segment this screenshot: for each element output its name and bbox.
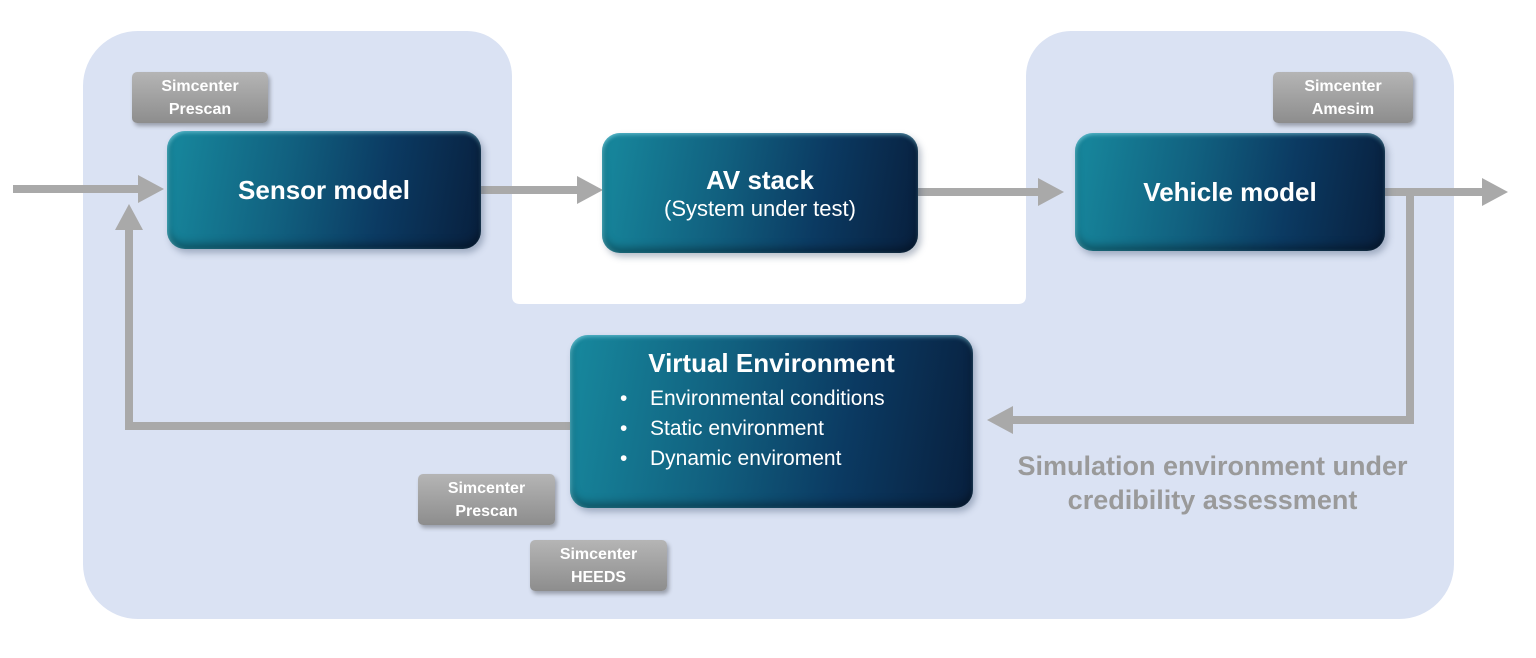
arrow-virtual-environment-to-sensor: [115, 204, 570, 430]
chip-line: Prescan: [455, 502, 518, 520]
chip-simcenter-prescan-bottom: Simcenter Prescan: [418, 474, 555, 525]
arrow-right-icon: [138, 175, 164, 203]
bullet-item: Dynamic enviroment: [620, 444, 885, 474]
node-virtual-environment: Virtual Environment Environmental condit…: [570, 335, 973, 508]
input-arrow: [13, 175, 164, 203]
bullet-item: Environmental conditions: [620, 384, 885, 414]
arrow-up-icon: [115, 204, 143, 230]
node-label: AV stack: [706, 164, 814, 195]
node-label: Sensor model: [238, 175, 410, 205]
chip-line: Prescan: [168, 100, 232, 118]
caption-line: Simulation environment under: [1017, 451, 1408, 481]
arrow-avstack-to-vehicle: [918, 178, 1064, 206]
node-label: Vehicle model: [1143, 177, 1317, 207]
simulation-environment-caption: Simulation environment under credibility…: [990, 449, 1435, 517]
virtual-environment-bullet-list: Environmental conditions Static environm…: [570, 384, 885, 474]
arrow-left-icon: [987, 406, 1013, 434]
chip-simcenter-amesim: Simcenter Amesim: [1273, 72, 1413, 123]
chip-line: Amesim: [1311, 100, 1375, 118]
output-arrow: [1385, 178, 1508, 206]
simulation-environment-panel: [83, 31, 1454, 619]
arrow-right-icon: [1482, 178, 1508, 206]
chip-line: Simcenter: [161, 77, 239, 95]
node-av-stack: AV stack (System under test): [602, 133, 918, 253]
bullet-item: Static environment: [620, 414, 885, 444]
chip-line: Simcenter: [1304, 77, 1382, 95]
arrow-right-icon: [1038, 178, 1064, 206]
arrow-vehicle-to-virtual-environment: [987, 192, 1414, 434]
chip-line: HEEDS: [570, 568, 627, 586]
node-label: Virtual Environment: [648, 348, 895, 378]
chip-simcenter-heeds: Simcenter HEEDS: [530, 540, 667, 591]
chip-simcenter-prescan-top: Simcenter Prescan: [132, 72, 268, 123]
arrow-sensor-to-avstack: [481, 176, 603, 204]
arrow-right-icon: [577, 176, 603, 204]
node-sensor-model: Sensor model: [167, 131, 481, 249]
node-vehicle-model: Vehicle model: [1075, 133, 1385, 251]
caption-line: credibility assessment: [1067, 485, 1358, 515]
node-subtitle: (System under test): [664, 195, 856, 221]
chip-line: Simcenter: [447, 479, 526, 497]
chip-line: Simcenter: [559, 545, 638, 563]
